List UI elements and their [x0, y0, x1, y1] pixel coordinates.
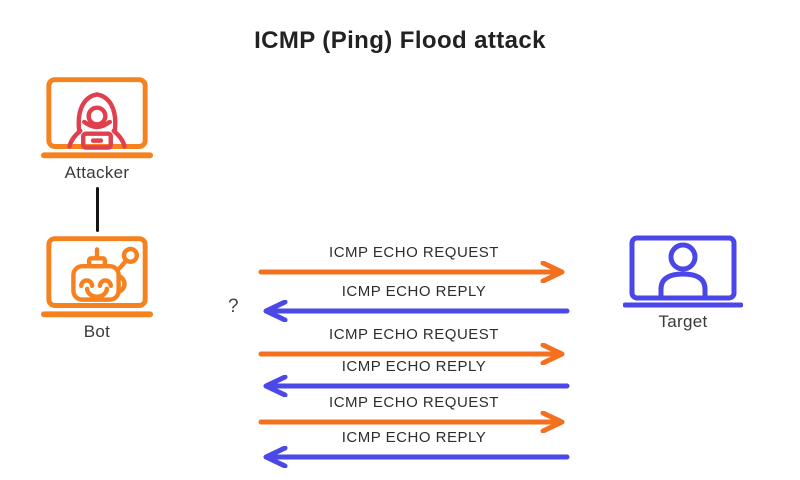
message-row: ICMP ECHO REQUEST [258, 245, 570, 283]
message-label: ICMP ECHO REPLY [341, 429, 487, 446]
message-row: ICMP ECHO REQUEST [258, 327, 570, 365]
bot-label: Bot [83, 322, 111, 341]
arrow-left-icon [263, 300, 570, 322]
question-mark: ? [228, 296, 239, 317]
bot-node: Bot [40, 235, 154, 342]
page-title: ICMP (Ping) Flood attack [254, 27, 546, 54]
arrow-right-icon [258, 261, 565, 283]
message-label: ICMP ECHO REPLY [341, 283, 487, 300]
person-monitor-icon [623, 235, 743, 308]
attacker-bot-connector-line [96, 187, 99, 232]
target-node: Target [623, 235, 743, 332]
message-label: ICMP ECHO REPLY [341, 358, 487, 375]
attacker-label: Attacker [64, 163, 130, 182]
target-label: Target [658, 312, 708, 331]
message-row: ICMP ECHO REQUEST [258, 395, 570, 433]
hacker-laptop-icon [40, 77, 154, 159]
arrow-right-icon [258, 343, 565, 365]
message-label: ICMP ECHO REQUEST [329, 244, 499, 261]
attacker-node: Attacker [40, 76, 154, 183]
message-row: ICMP ECHO REPLY [258, 284, 570, 322]
message-row: ICMP ECHO REPLY [258, 430, 570, 468]
arrow-left-icon [263, 446, 570, 468]
message-row: ICMP ECHO REPLY [258, 359, 570, 397]
arrow-left-icon [263, 375, 570, 397]
robot-laptop-icon [40, 236, 154, 318]
message-label: ICMP ECHO REQUEST [329, 326, 499, 343]
message-label: ICMP ECHO REQUEST [329, 394, 499, 411]
arrow-right-icon [258, 411, 565, 433]
